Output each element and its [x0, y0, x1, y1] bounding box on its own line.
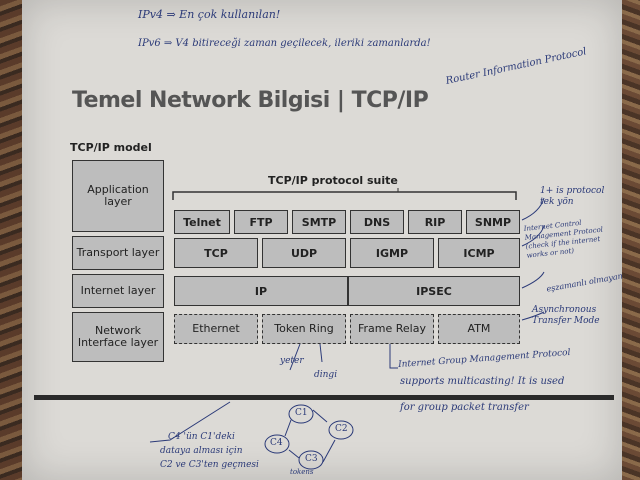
ring-c4: C4 [270, 438, 283, 448]
handwritten-igmp-note-2: supports multicasting! It is used [400, 376, 564, 387]
ring-c1: C1 [295, 408, 308, 418]
handwritten-note-1: 1+ is protocol tek yön [540, 186, 620, 208]
layer-network-interface: Network Interface layer [72, 312, 164, 362]
handwritten-ipv6-note: IPv6 ⇒ V4 bitireceği zaman geçilecek, il… [138, 38, 431, 49]
layer-application: Application layer [72, 160, 164, 232]
protocol-ethernet: Ethernet [174, 314, 258, 344]
handwritten-yeter: yeter [280, 356, 304, 366]
protocol-udp: UDP [262, 238, 346, 268]
protocol-snmp: SNMP [466, 210, 520, 234]
protocol-atm: ATM [438, 314, 520, 344]
protocol-tcp: TCP [174, 238, 258, 268]
protocol-icmp: ICMP [438, 238, 520, 268]
suite-label: TCP/IP protocol suite [268, 174, 398, 187]
handwritten-dingi: dingi [314, 370, 337, 380]
ring-c2: C2 [335, 424, 348, 434]
carpet-right [620, 0, 640, 480]
layer-transport: Transport layer [72, 236, 164, 270]
handwritten-igmp-note-3: for group packet transfer [400, 402, 529, 413]
slide-title: Temel Network Bilgisi | TCP/IP [72, 88, 428, 113]
handwritten-atm-note: Asynchronous Transfer Mode [532, 305, 618, 327]
layer-internet: Internet layer [72, 274, 164, 308]
suite-brace [170, 188, 520, 202]
handwritten-bottom-2: dataya alması için [160, 446, 243, 456]
protocol-ipsec: IPSEC [348, 276, 520, 306]
ring-bottom-note: tokens [290, 468, 314, 476]
handwritten-ipv4-note: IPv4 ⇒ En çok kullanılan! [138, 8, 280, 21]
handwritten-bottom-1: C4 'ün C1'deki [168, 432, 235, 442]
protocol-smtp: SMTP [292, 210, 346, 234]
model-label: TCP/IP model [70, 141, 152, 154]
ring-c3: C3 [305, 454, 318, 464]
token-ring-arrows [250, 340, 450, 400]
bottom-arrow [140, 400, 240, 450]
carpet-left [0, 0, 24, 480]
protocol-igmp: IGMP [350, 238, 434, 268]
protocol-rip: RIP [408, 210, 462, 234]
protocol-ip: IP [174, 276, 348, 306]
protocol-ftp: FTP [234, 210, 288, 234]
protocol-telnet: Telnet [174, 210, 230, 234]
protocol-dns: DNS [350, 210, 404, 234]
handwritten-bottom-3: C2 ve C3'ten geçmesi [160, 460, 259, 470]
